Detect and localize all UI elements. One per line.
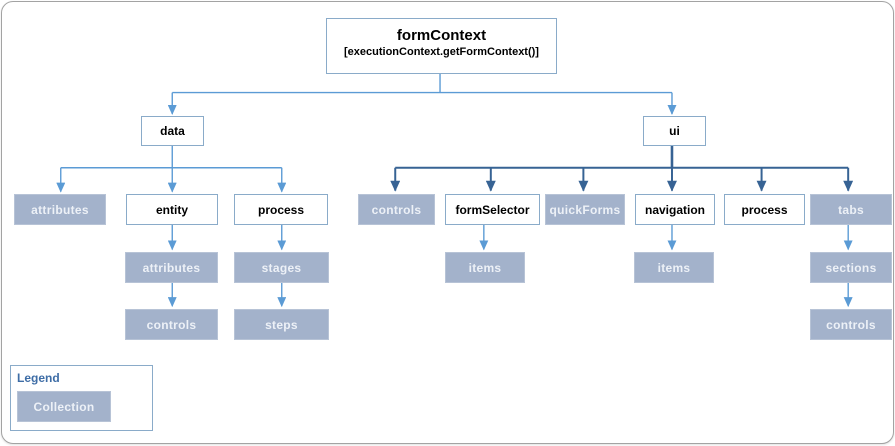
node-quickforms: quickForms: [545, 194, 625, 225]
legend-title: Legend: [17, 371, 60, 385]
node-process-stages: stages: [234, 252, 329, 283]
node-navigation-items: items: [634, 252, 714, 283]
node-ui: ui: [643, 116, 706, 146]
node-navigation: navigation: [635, 194, 715, 225]
node-tabs-sections: sections: [810, 252, 892, 283]
node-formcontext: formContext [executionContext.getFormCon…: [326, 18, 557, 74]
node-entity-attributes: attributes: [125, 252, 218, 283]
node-sections-controls: controls: [810, 309, 892, 340]
node-ui-controls: controls: [358, 194, 435, 225]
node-formselector-items: items: [445, 252, 525, 283]
node-data-attributes: attributes: [14, 194, 106, 225]
node-entity: entity: [126, 194, 218, 225]
node-entity-controls: controls: [125, 309, 218, 340]
node-formselector: formSelector: [445, 194, 540, 225]
node-data-process: process: [234, 194, 328, 225]
node-formcontext-subtitle: [executionContext.getFormContext()]: [344, 46, 539, 58]
node-process-steps: steps: [234, 309, 329, 340]
node-ui-process: process: [724, 194, 805, 225]
node-formcontext-title: formContext: [396, 27, 487, 44]
legend: Legend Collection: [10, 365, 153, 431]
light-connectors: [56, 73, 853, 308]
node-data: data: [141, 116, 204, 146]
node-tabs: tabs: [810, 194, 892, 225]
dark-connectors: [390, 145, 854, 192]
legend-collection-swatch: Collection: [17, 391, 111, 422]
